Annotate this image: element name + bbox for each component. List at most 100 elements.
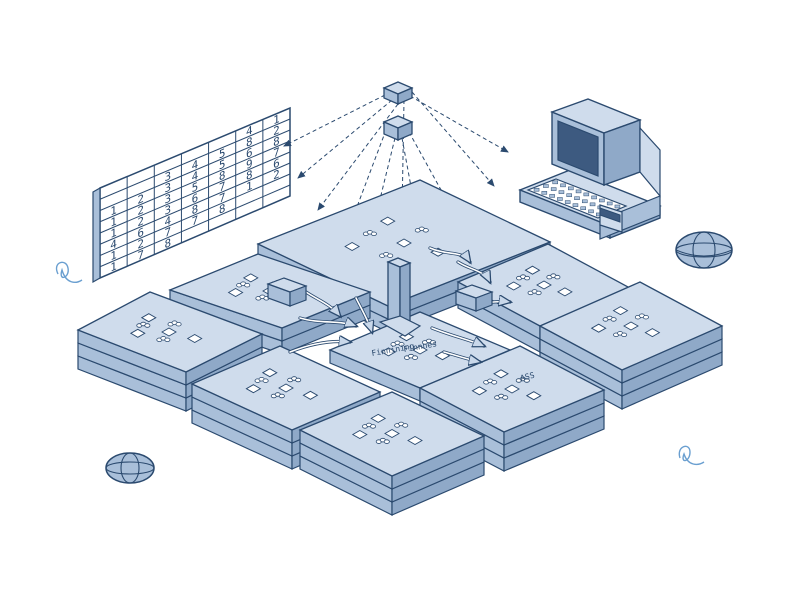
grid-number: 1 <box>110 259 117 275</box>
grid-number: 6 <box>246 145 253 161</box>
tile-icon-node <box>491 380 498 385</box>
keyboard-key <box>550 187 557 191</box>
keyboard-key <box>580 206 586 211</box>
tile-icon-node <box>535 290 542 296</box>
dashed-arrow <box>297 99 393 179</box>
tile-icon-square <box>471 386 488 396</box>
tile-icon-node <box>278 393 285 399</box>
tile-icon-square <box>379 216 396 226</box>
tile-icon-square <box>623 321 639 331</box>
tile-icon-node <box>387 253 394 258</box>
tile-icon-node <box>244 283 251 288</box>
tile-icon-node <box>554 274 561 280</box>
grid-number: 8 <box>246 167 253 183</box>
tile-icon-square <box>227 287 244 298</box>
tile-icon-square <box>644 328 661 338</box>
keyboard-key <box>574 196 580 200</box>
keyboard-key <box>575 189 582 194</box>
tile-icon-square <box>556 287 573 297</box>
tile-icon-node <box>429 340 436 345</box>
tile-icon-square <box>129 328 146 338</box>
flow-arrow <box>289 341 350 353</box>
pillar-down-arrowhead <box>378 315 422 337</box>
tile-icon-square <box>384 428 400 439</box>
keyboard-key <box>541 191 548 195</box>
flow-arrow <box>457 261 490 282</box>
keyboard-keys <box>533 180 621 217</box>
grid-number: 7 <box>219 190 226 206</box>
grid-number: 4 <box>246 123 253 139</box>
grid-number: 1 <box>110 247 117 263</box>
keyboard-key <box>582 199 588 204</box>
tile-icon-square <box>261 368 278 378</box>
central-pillar <box>378 257 422 337</box>
grid-number: 6 <box>273 155 280 171</box>
tile-icon-square <box>525 391 542 401</box>
grid-number: 7 <box>273 144 280 160</box>
grid-row-line <box>99 151 291 234</box>
tile-icon-node <box>610 317 617 322</box>
keyboard-key <box>572 203 579 207</box>
grid-number: 2 <box>137 236 144 252</box>
tile-icon-square <box>524 265 541 275</box>
tile-icon-square <box>590 323 607 333</box>
grid-number: 8 <box>165 235 172 251</box>
grid-number: 6 <box>192 190 199 206</box>
tile-icon-square <box>278 383 294 393</box>
grid-number: 2 <box>137 191 144 207</box>
flow-arrow <box>429 247 470 262</box>
grid-number: 8 <box>246 134 253 150</box>
grid-number: 4 <box>192 168 199 184</box>
grid-row-line <box>99 140 291 223</box>
grid-number: 3 <box>165 202 172 218</box>
tile-icon-square <box>504 384 520 394</box>
grid-number: 7 <box>137 247 144 263</box>
keyboard-key <box>543 184 549 188</box>
grid-row-line <box>99 184 291 268</box>
right-cell-label: ASS <box>519 371 535 383</box>
tile-icon-node <box>411 355 418 360</box>
globe-icon <box>675 231 733 269</box>
tile-icon-square <box>302 390 319 400</box>
grid-number: 5 <box>192 179 199 195</box>
tile-stacks <box>76 179 724 516</box>
flow-arrow <box>305 291 340 316</box>
tile-icon-node <box>295 377 302 383</box>
tile-icon-square <box>344 241 361 252</box>
grid-number: 1 <box>246 178 253 194</box>
grid-row-line <box>99 162 291 245</box>
flow-arrow <box>299 318 356 326</box>
grid-number: 8 <box>273 133 280 149</box>
tile-front <box>298 391 486 516</box>
grid-number: 3 <box>165 179 172 195</box>
tile-icon-square <box>245 384 262 394</box>
cube-icon-second <box>382 115 414 141</box>
grid-number: 4 <box>192 157 199 173</box>
grid-number: 4 <box>110 236 117 252</box>
dashed-arrow <box>409 95 509 153</box>
grid-number: 3 <box>165 191 172 207</box>
desktop-computer-icon <box>518 98 662 240</box>
number-grid-edge <box>92 186 101 284</box>
drive-slot <box>599 207 621 223</box>
keyboard-key <box>566 193 572 197</box>
tile-icon-square <box>396 238 412 248</box>
grid-number: 3 <box>165 168 172 184</box>
monitor-screen <box>557 120 599 177</box>
keyboard-key <box>564 200 571 204</box>
keyboard-key <box>549 194 555 198</box>
grid-number: 1 <box>110 214 117 230</box>
grid-number: 8 <box>219 167 226 183</box>
tile-icon-node <box>164 337 171 342</box>
grid-number: 2 <box>137 202 144 218</box>
tile-icon-square <box>351 429 368 440</box>
grid-row-line <box>99 173 291 256</box>
grid-number: 1 <box>273 111 280 127</box>
tile-icon-square <box>536 280 552 290</box>
doodle-squiggle-left <box>55 261 83 283</box>
grid-number: 2 <box>273 166 280 182</box>
dashed-arrow <box>283 94 386 147</box>
keyboard-key <box>591 195 597 200</box>
grid-number: 8 <box>192 201 199 217</box>
